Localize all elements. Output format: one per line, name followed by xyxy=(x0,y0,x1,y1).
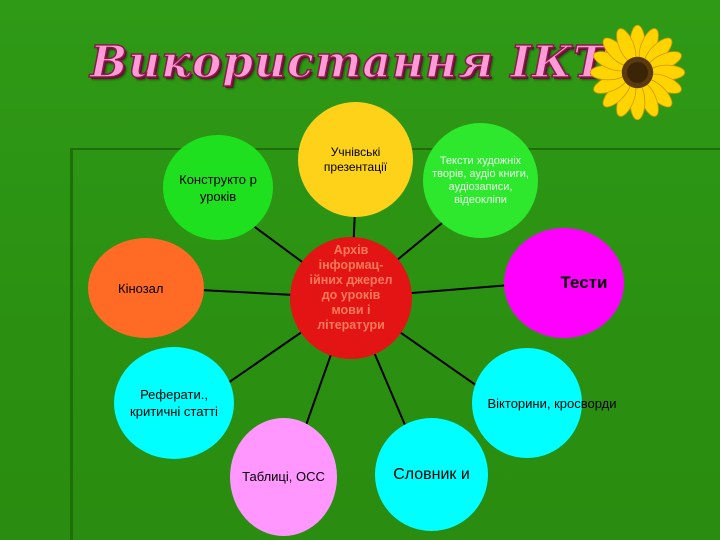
node-label: Тести xyxy=(560,273,608,292)
node-dictionaries: Словник и xyxy=(375,418,488,531)
sunflower-icon xyxy=(589,24,686,121)
node-tests: Тести xyxy=(504,228,624,338)
node-label: Тексти художніх творів, аудіо книги, ауд… xyxy=(432,154,529,206)
node-texts-audiobooks: Тексти художніх творів, аудіо книги, ауд… xyxy=(423,123,538,238)
node-quizzes: Вікторини, кросворди xyxy=(472,348,617,458)
node-label: Вікторини, кросворди xyxy=(487,395,617,411)
node-label: Словник и xyxy=(393,465,470,483)
node-tables: Таблиці, ОСС xyxy=(230,418,337,536)
node-essays: Реферати., критичні статті xyxy=(114,347,234,459)
node-label: Кінозал xyxy=(118,280,164,296)
node-center-archive: Архів інформац-ійних джерел до уроків мо… xyxy=(290,237,412,359)
node-lesson-builder: Конструкто р уроків xyxy=(163,135,273,240)
node-label: Реферати., критичні статті xyxy=(130,387,218,419)
node-label: Учнівські презентації xyxy=(323,144,388,174)
background-line xyxy=(70,148,73,540)
node-student-presentations: Учнівські презентації xyxy=(298,102,413,217)
node-cinema: Кінозал xyxy=(88,238,204,338)
center-label: Архів інформац-ійних джерел до уроків мо… xyxy=(309,243,393,332)
node-label: Конструкто р уроків xyxy=(179,171,257,204)
node-label: Таблиці, ОСС xyxy=(242,469,325,484)
